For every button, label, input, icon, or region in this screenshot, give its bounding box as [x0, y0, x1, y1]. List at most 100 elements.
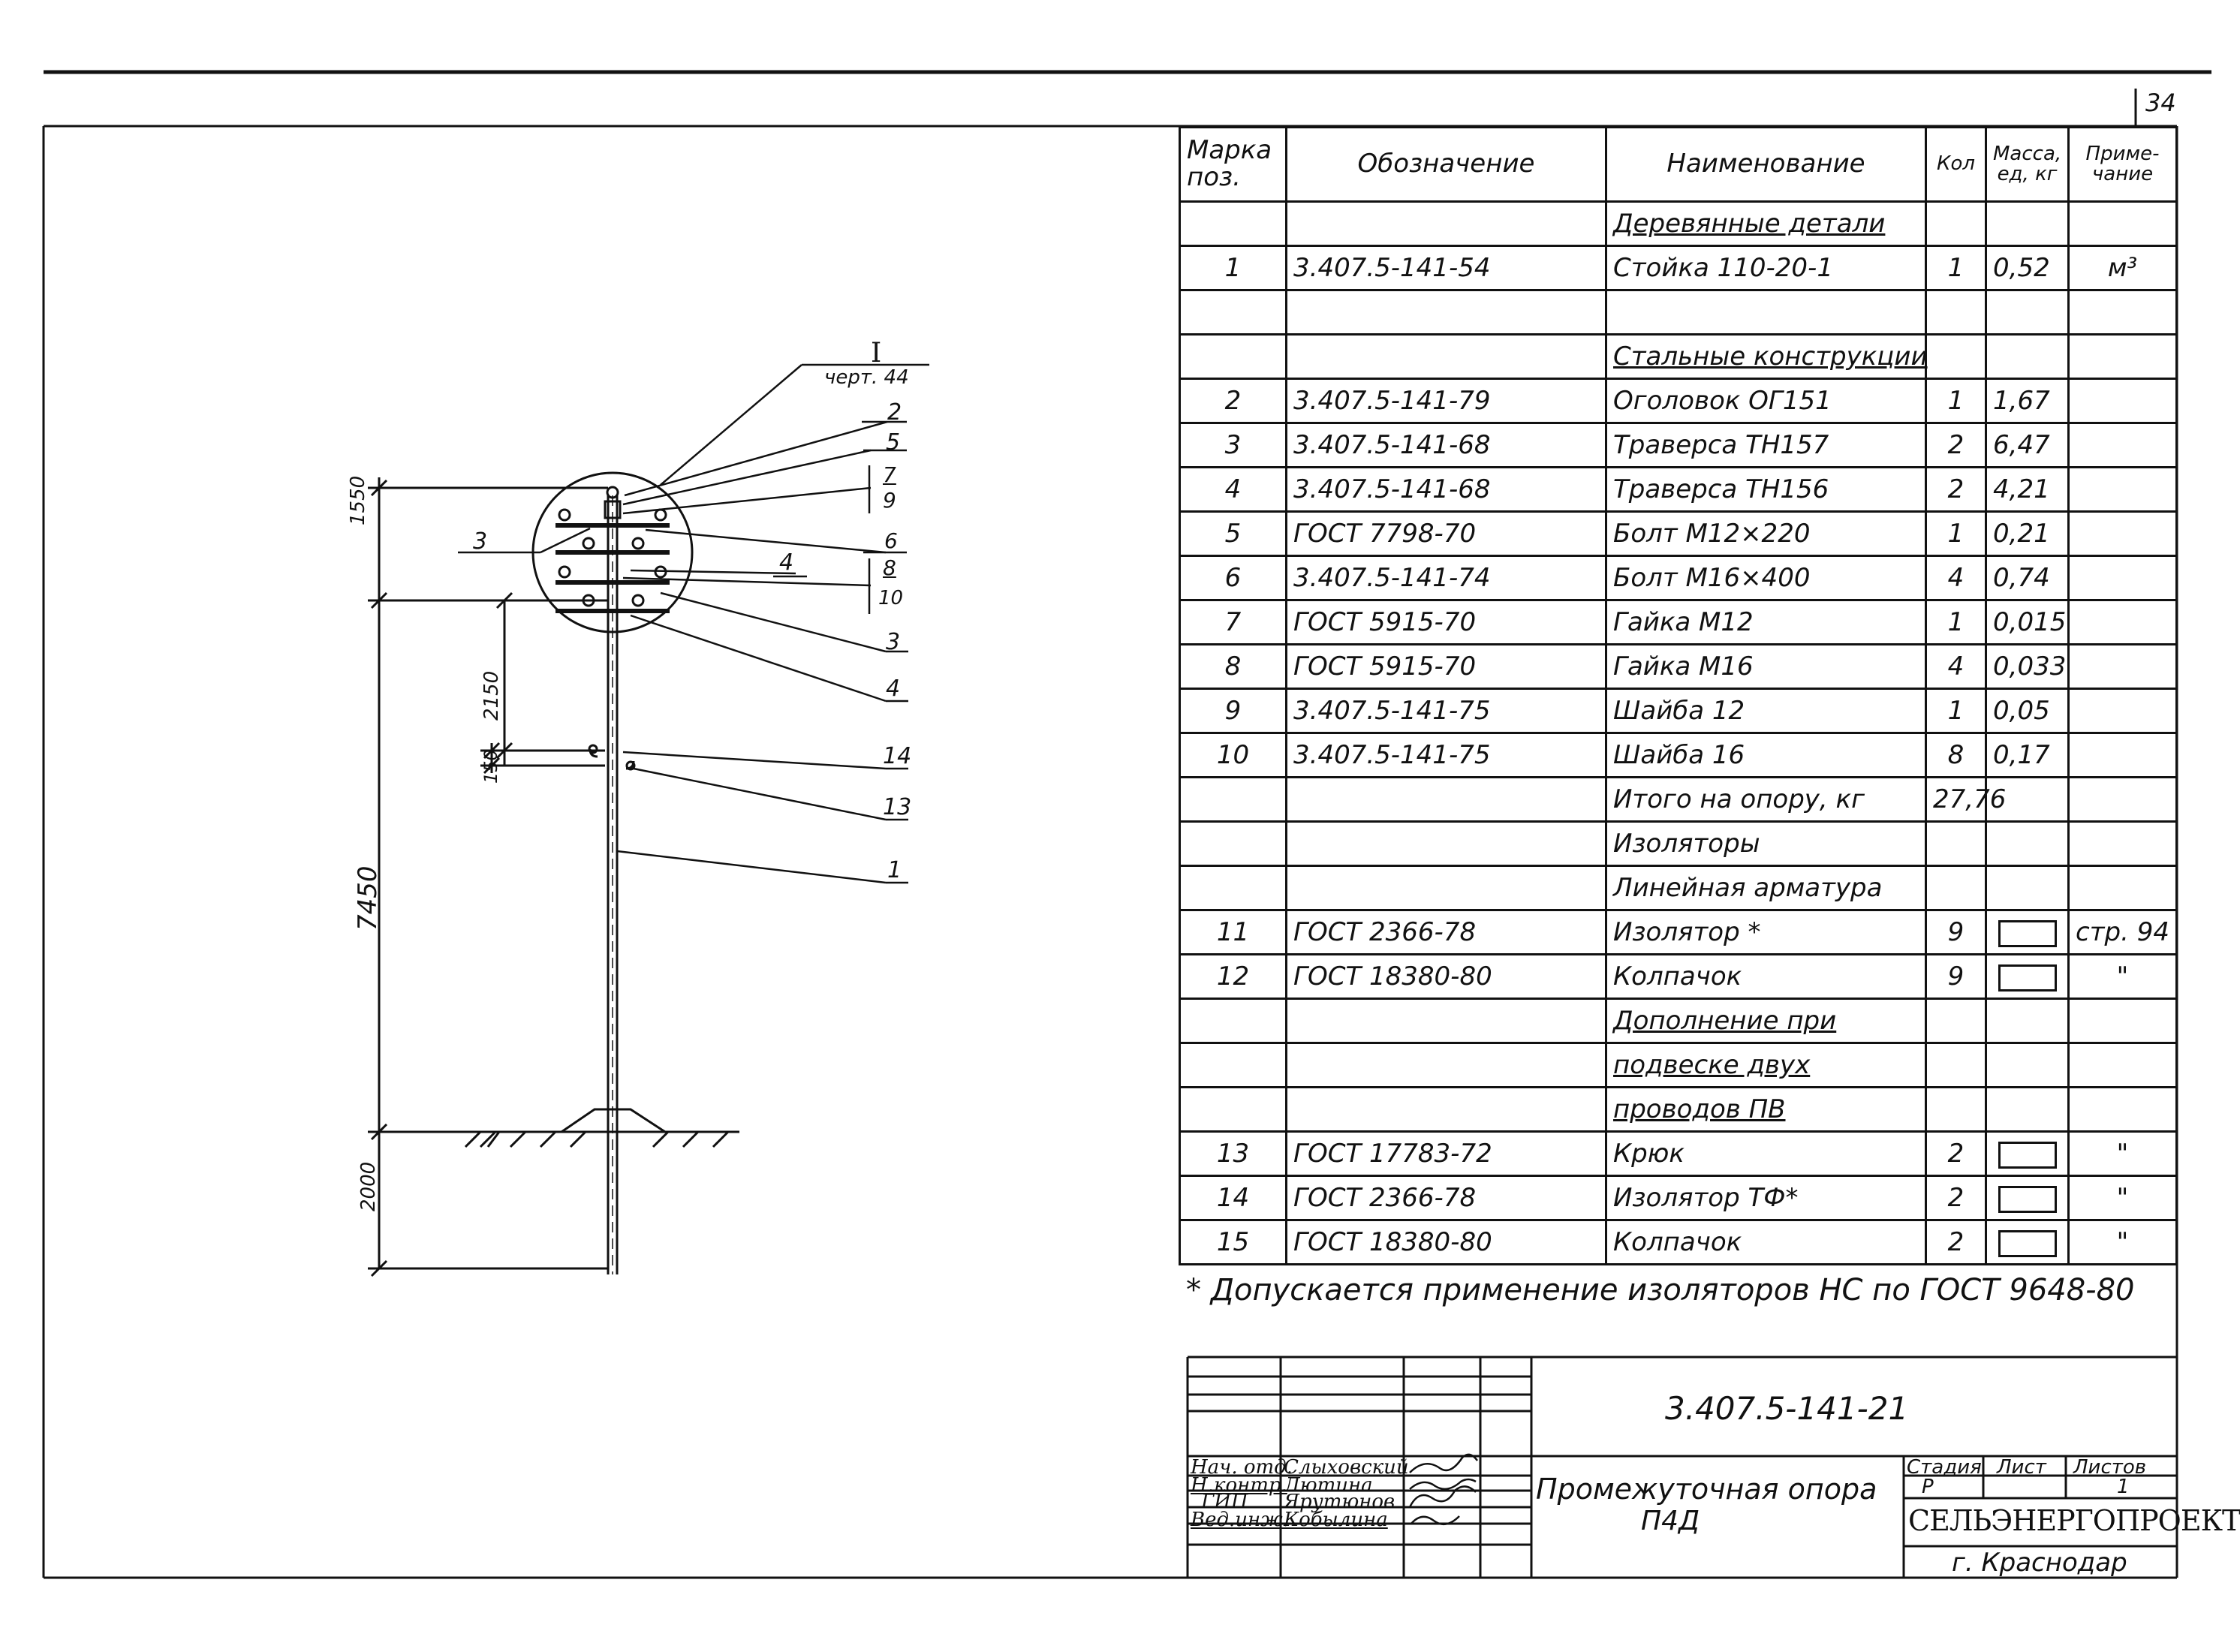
dim-2000: 2000 [357, 1161, 380, 1211]
cell-qty: 9 [1925, 909, 1987, 955]
cell-mass: 0,015 [1985, 599, 2070, 645]
header-mass: Масса, ед, кг [1985, 126, 2070, 203]
cell-mass: 0,74 [1985, 555, 2070, 601]
cell-mark [1179, 865, 1287, 911]
label-6: 6 [884, 528, 898, 553]
cell-name: Итого на опору, кг [1605, 776, 1927, 823]
cell-note [2067, 643, 2178, 690]
cell-mass [1985, 333, 2070, 380]
mass-placeholder-box [1998, 919, 2057, 947]
table-row: Стальные конструкции [1179, 333, 2178, 380]
cell-name: Траверса ТН156 [1605, 466, 1927, 513]
dim-1550: 1550 [347, 475, 369, 525]
staff-name-4: Кобылина [1284, 1509, 1388, 1531]
cell-qty [1925, 1086, 1987, 1133]
cell-designation: ГОСТ 5915-70 [1285, 599, 1607, 645]
label-13: 13 [883, 794, 912, 820]
label-5: 5 [886, 429, 901, 456]
cell-name: Траверса ТН157 [1605, 422, 1927, 468]
sheet-frame [42, 70, 2211, 1579]
cell-qty: 2 [1925, 466, 1987, 513]
cell-mark: 12 [1179, 953, 1287, 1000]
cell-mark: 14 [1179, 1175, 1287, 1221]
cell-mark: 2 [1179, 378, 1287, 424]
cell-mass [1985, 953, 2070, 1000]
cell-mark [1179, 289, 1287, 336]
cell-note [2067, 1042, 2178, 1088]
table-row: Дополнение при [1179, 998, 2178, 1044]
dimension-lines [368, 477, 608, 1277]
header-note: Приме- чание [2067, 126, 2178, 203]
cell-designation [1285, 333, 1607, 380]
cell-mass: 0,033 [1985, 643, 2070, 690]
cell-mark [1179, 776, 1287, 823]
cell-mark: 11 [1179, 909, 1287, 955]
cell-designation: 3.407.5-141-75 [1285, 732, 1607, 778]
cell-mark: 7 [1179, 599, 1287, 645]
cell-qty: 1 [1925, 599, 1987, 645]
cell-name: Колпачок [1605, 953, 1927, 1000]
cell-designation: 3.407.5-141-79 [1285, 378, 1607, 424]
cell-mark: 10 [1179, 732, 1287, 778]
cell-note [2067, 1086, 2178, 1133]
cell-note [2067, 599, 2178, 645]
specification-table: Марка поз. Обозначение Наименование Кол … [1179, 126, 2178, 1265]
cell-designation: ГОСТ 18380-80 [1285, 953, 1607, 1000]
cell-mass [1985, 1130, 2070, 1177]
cell-designation [1285, 200, 1607, 247]
cell-mass [1985, 289, 2070, 336]
sheets-value: 1 [2117, 1476, 2130, 1498]
cell-qty: 2 [1925, 422, 1987, 468]
cell-qty: 2 [1925, 1219, 1987, 1265]
cell-mark: 9 [1179, 688, 1287, 734]
cell-name: подвеске двух [1605, 1042, 1927, 1088]
leader-lines [458, 363, 929, 884]
header-designation: Обозначение [1285, 126, 1607, 203]
cell-qty: 2 [1925, 1130, 1987, 1177]
header-qty: Кол [1925, 126, 1987, 203]
cell-name: Оголовок ОГ151 [1605, 378, 1927, 424]
cell-designation: 3.407.5-141-68 [1285, 422, 1607, 468]
mass-placeholder-box [1998, 1229, 2057, 1257]
cell-designation: ГОСТ 5915-70 [1285, 643, 1607, 690]
staff-name-3: Ярутюнов [1284, 1491, 1395, 1513]
cell-name [1605, 289, 1927, 336]
table-row: подвеске двух [1179, 1042, 2178, 1088]
cell-qty: 4 [1925, 643, 1987, 690]
cell-qty [1925, 289, 1987, 336]
stage-label: Стадия [1907, 1456, 1982, 1479]
staff-role-4: Вед.инж. [1191, 1509, 1289, 1531]
label-8: 8 [883, 555, 896, 580]
cell-mark [1179, 998, 1287, 1044]
cell-mass: 0,52 [1985, 245, 2070, 291]
cell-designation [1285, 776, 1607, 823]
cell-name: Шайба 12 [1605, 688, 1927, 734]
table-row: Изоляторы [1179, 820, 2178, 867]
cell-mass: 0,17 [1985, 732, 2070, 778]
cell-mark: 1 [1179, 245, 1287, 291]
cell-qty [1925, 200, 1987, 247]
cell-note [2067, 688, 2178, 734]
sheet-number: 34 [2145, 89, 2176, 117]
cell-mark: 3 [1179, 422, 1287, 468]
cell-designation [1285, 289, 1607, 336]
cell-note: " [2067, 953, 2178, 1000]
mass-placeholder-box [1998, 1185, 2057, 1213]
cell-designation [1285, 1086, 1607, 1133]
cell-name: Дополнение при [1605, 998, 1927, 1044]
cell-note [2067, 555, 2178, 601]
drawing-code: 3.407.5-141-21 [1665, 1390, 1909, 1427]
cell-qty: 1 [1925, 245, 1987, 291]
company-city: г. Краснодар [1952, 1548, 2127, 1578]
sheet-label: Лист [1997, 1456, 2046, 1479]
cell-name: Линейная арматура [1605, 865, 1927, 911]
